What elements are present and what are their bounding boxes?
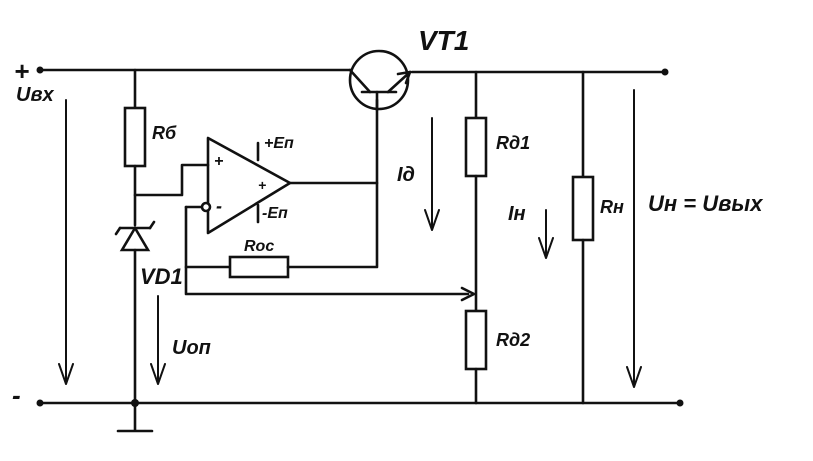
label-u-op: Uоп bbox=[172, 337, 211, 359]
label-i-n: Iн bbox=[508, 203, 526, 225]
label-r-n: Rн bbox=[600, 197, 624, 217]
zener-vd1 bbox=[114, 220, 156, 252]
label-u-out: Uн = Uвых bbox=[648, 191, 763, 216]
terminal-bottom-left bbox=[36, 399, 44, 407]
resistor-rd2 bbox=[464, 309, 488, 371]
label-plus-ep: +Eп bbox=[264, 135, 294, 152]
op-amp bbox=[206, 136, 292, 235]
u-op-arrow bbox=[150, 295, 166, 385]
terminal-top-right bbox=[661, 68, 669, 76]
label-r-b: Rб bbox=[152, 123, 177, 143]
label-plus: + bbox=[14, 56, 29, 86]
roc-right-wire bbox=[286, 98, 379, 269]
label-minus-ep: -Eп bbox=[262, 205, 288, 222]
terminal-bottom-right bbox=[676, 399, 684, 407]
label-vt1: VT1 bbox=[418, 25, 469, 56]
label-minus: - bbox=[12, 380, 21, 410]
divider-tap-arrow bbox=[460, 286, 476, 302]
label-r-os: Roc bbox=[244, 238, 274, 255]
resistor-rn bbox=[571, 175, 595, 242]
label-r-d1: Rд1 bbox=[496, 133, 530, 153]
u-in-arrow bbox=[58, 99, 74, 385]
i-d-arrow bbox=[424, 117, 440, 231]
label-op-plus: + bbox=[214, 153, 223, 170]
label-vd1: VD1 bbox=[140, 264, 183, 289]
op-amp-minus-terminal bbox=[200, 201, 212, 213]
label-i-d: Iд bbox=[397, 164, 415, 186]
resistor-roc bbox=[228, 255, 290, 279]
feedback-left-wire bbox=[184, 205, 470, 296]
label-u-in: Uвх bbox=[16, 84, 55, 106]
terminal-top-left bbox=[36, 66, 44, 74]
resistor-rb bbox=[123, 106, 147, 168]
node-vd1-bottom bbox=[131, 399, 139, 407]
rb-to-opamp-plus bbox=[133, 163, 210, 197]
i-n-arrow bbox=[538, 209, 554, 259]
resistor-rd1 bbox=[464, 116, 488, 178]
transistor-vt1 bbox=[348, 49, 412, 112]
label-op-minus: - bbox=[216, 196, 222, 216]
u-out-arrow bbox=[626, 89, 642, 388]
label-op-out-plus: + bbox=[258, 177, 266, 193]
label-r-d2: Rд2 bbox=[496, 330, 530, 350]
